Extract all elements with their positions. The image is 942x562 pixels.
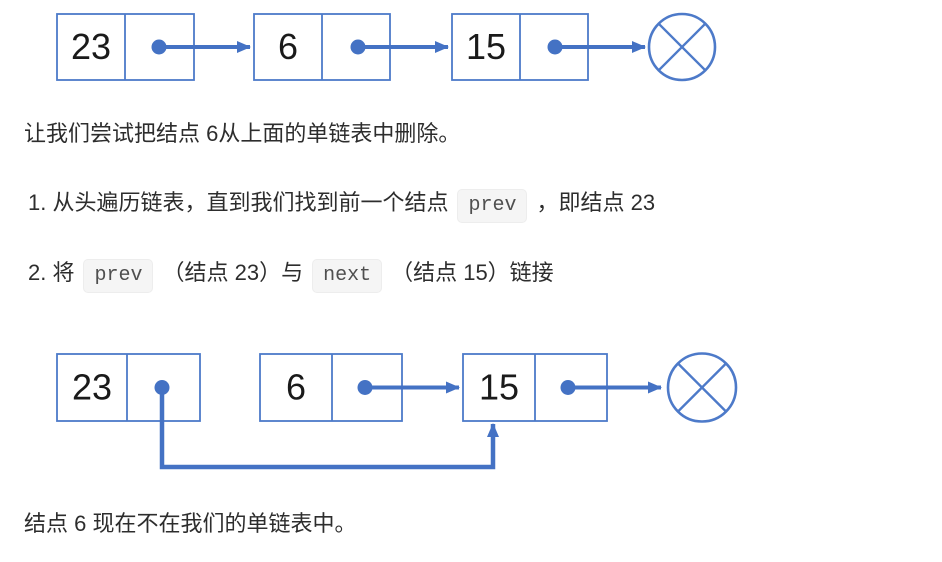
- inline-code-prev: prev: [457, 189, 528, 223]
- node-value: 15: [466, 26, 506, 67]
- linked-list-diagram-after: 23 6 15: [56, 352, 738, 470]
- step-1-text: ，即结点 23: [536, 190, 656, 215]
- node-box-6: 6: [259, 353, 403, 422]
- step-2: 2. 将 prev （结点 23）与 next （结点 15）链接: [28, 256, 554, 293]
- step-1: 1. 从头遍历链表，直到我们找到前一个结点 prev ，即结点 23: [28, 186, 655, 223]
- inline-code-next: next: [312, 259, 383, 293]
- node-value: 23: [72, 367, 112, 408]
- null-terminator-icon: [666, 352, 738, 423]
- step-1-text: 1. 从头遍历链表，直到我们找到前一个结点: [28, 190, 449, 215]
- node-value: 6: [278, 26, 298, 67]
- step-2-text: （结点 15）链接: [391, 260, 554, 285]
- intro-paragraph: 让我们尝试把结点 6从上面的单链表中删除。: [24, 117, 460, 150]
- intro-text: 让我们尝试把结点 6从上面的单链表中删除。: [24, 121, 461, 146]
- null-terminator-icon: [647, 12, 717, 82]
- node-value: 15: [479, 367, 519, 408]
- outro-text: 结点 6 现在不在我们的单链表中。: [24, 511, 357, 536]
- node-value: 6: [286, 367, 306, 408]
- node-box-23: 23: [56, 353, 201, 422]
- inline-code-prev: prev: [83, 259, 154, 293]
- node-value: 23: [71, 26, 111, 67]
- bypass-pointer-arrow: [159, 387, 499, 470]
- step-2-text: （结点 23）与: [162, 260, 304, 285]
- step-2-text: 2. 将: [28, 260, 75, 285]
- linked-list-diagram-before: 23 6 15: [56, 12, 717, 82]
- outro-paragraph: 结点 6 现在不在我们的单链表中。: [24, 507, 356, 540]
